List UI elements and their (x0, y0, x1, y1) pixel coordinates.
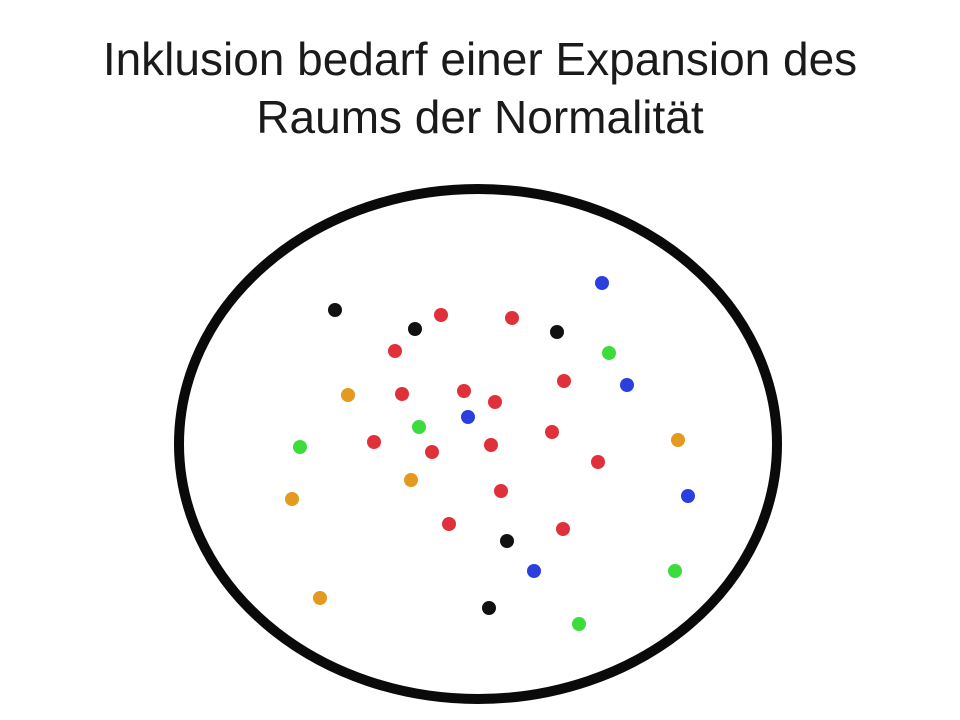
green-dot (668, 564, 682, 578)
blue-dot (681, 489, 695, 503)
red-dot (395, 387, 409, 401)
red-dot (545, 425, 559, 439)
red-dot (484, 438, 498, 452)
normality-space-circle (174, 184, 782, 704)
red-dot (505, 311, 519, 325)
orange-dot (285, 492, 299, 506)
blue-dot (620, 378, 634, 392)
black-dot (482, 601, 496, 615)
red-dot (556, 522, 570, 536)
orange-dot (341, 388, 355, 402)
blue-dot (527, 564, 541, 578)
blue-dot (461, 410, 475, 424)
title-line-1: Inklusion bedarf einer Expansion des (102, 33, 858, 85)
red-dot (591, 455, 605, 469)
red-dot (557, 374, 571, 388)
green-dot (602, 346, 616, 360)
red-dot (388, 344, 402, 358)
red-dot (442, 517, 456, 531)
black-dot (328, 303, 342, 317)
red-dot (488, 395, 502, 409)
orange-dot (671, 433, 685, 447)
green-dot (412, 420, 426, 434)
orange-dot (313, 591, 327, 605)
red-dot (434, 308, 448, 322)
black-dot (500, 534, 514, 548)
orange-dot (404, 473, 418, 487)
black-dot (550, 325, 564, 339)
dots-group (285, 276, 695, 631)
black-dot (408, 322, 422, 336)
red-dot (367, 435, 381, 449)
red-dot (425, 445, 439, 459)
slide-title: Inklusion bedarf einer Expansion des Rau… (0, 30, 960, 146)
title-line-2: Raums der Normalität (256, 91, 704, 143)
green-dot (572, 617, 586, 631)
green-dot (293, 440, 307, 454)
red-dot (457, 384, 471, 398)
red-dot (494, 484, 508, 498)
blue-dot (595, 276, 609, 290)
